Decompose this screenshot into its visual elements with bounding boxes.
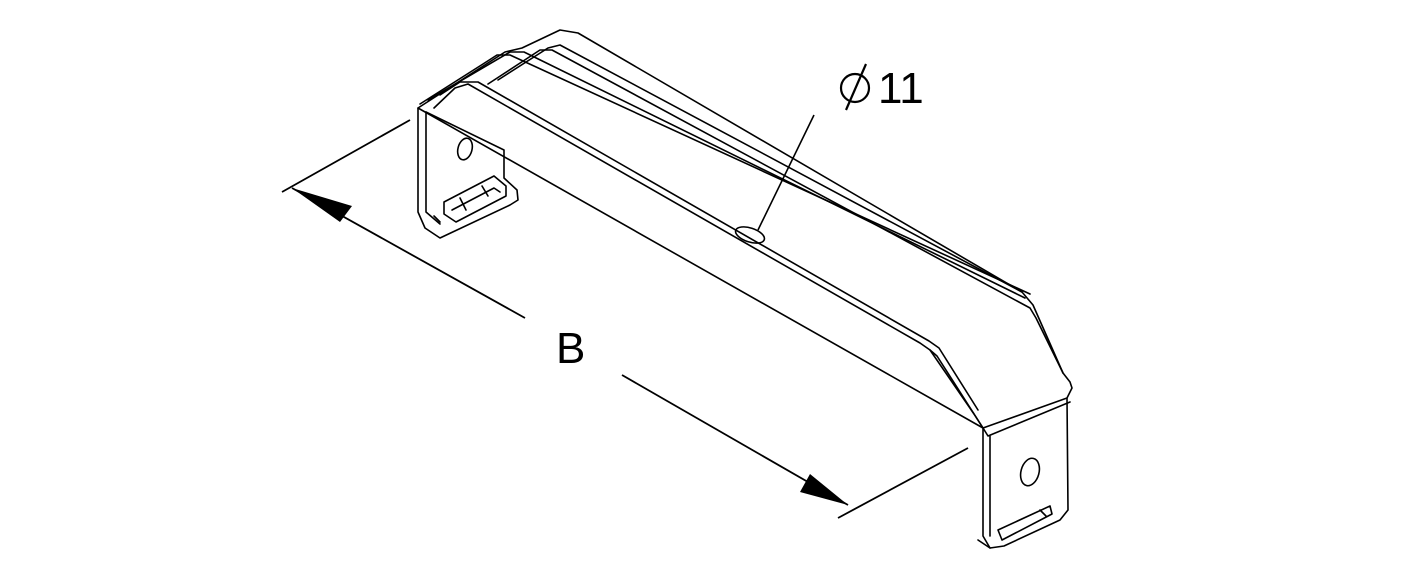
width-dimension [281,119,969,519]
bracket-left-leg [417,107,519,239]
right-leg-hole [1019,457,1041,487]
left-leg-hole [456,137,474,161]
extension-line-right [837,447,969,519]
width-label: B [556,324,585,373]
arrowhead-left [292,188,352,222]
top-plate-hole [734,226,766,244]
diameter-leader-line [757,114,815,231]
diameter-value: 11 [878,64,924,113]
bracket-right-leg [977,397,1069,549]
bracket-top-plate [417,29,1073,437]
diameter-label: 11 [839,63,924,113]
arrowhead-right [800,474,848,505]
diameter-symbol [839,72,871,104]
extension-line-left [281,119,411,193]
